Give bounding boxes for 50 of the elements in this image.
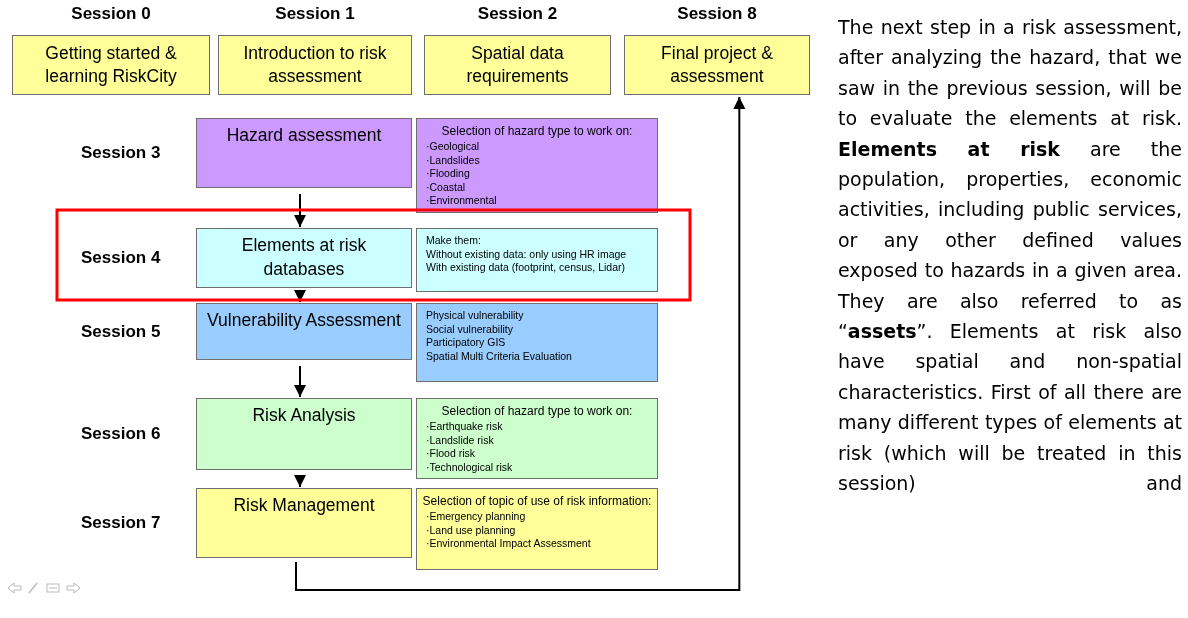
arrow	[294, 365, 306, 398]
detail-text: ·Earthquake risk	[425, 420, 504, 434]
detail-text: ·Flooding	[425, 167, 471, 181]
detail-box	[416, 118, 658, 213]
arrow	[294, 193, 306, 228]
detail-text: ·Flood risk	[425, 447, 476, 461]
detail-text: Physical vulnerability	[425, 309, 525, 323]
session-heading: Session 2	[476, 4, 559, 24]
detail-heading: Selection of hazard type to work on:	[440, 403, 634, 420]
arrow	[294, 475, 306, 488]
detail-text: Without existing data: only using HR image	[425, 247, 628, 262]
detail-text: ·Geological	[425, 140, 481, 154]
detail-text: ·Environmental Impact Assessment	[425, 537, 592, 551]
box-title: Hazard assessment	[225, 124, 383, 147]
detail-text: ·Landslides	[425, 153, 481, 168]
detail-heading: Selection of topic of use of risk information:	[421, 493, 653, 510]
body-paragraph: The next step in a risk assessment, after analyzing the hazard, that we saw in the previous session, will be to evaluate the elements at risk. Elements at risk are the population, properties, economic activities, including public services, or any other defined values exposed to hazards in a given area. They are also referred to as “assets”. Elements at risk also have spatial and non-spatial characteristics. First of all there are many different types of elements at risk (which will be treated in this session) and	[838, 15, 1182, 497]
detail-text: ·Technological risk	[425, 460, 514, 475]
detail-text: Social vulnerability	[425, 322, 514, 337]
session-heading: Session 0	[70, 4, 152, 24]
detail-box	[416, 228, 658, 292]
detail-text: ·Coastal	[425, 180, 467, 195]
detail-box	[416, 398, 658, 479]
session-heading: Session 8	[676, 4, 758, 24]
session-heading: Session 1	[274, 4, 356, 24]
box-title: Risk Management	[232, 494, 376, 517]
box-title: Risk Analysis	[251, 404, 357, 427]
session-label: Session 6	[81, 424, 161, 444]
detail-text: Make them:	[425, 234, 482, 248]
detail-box	[416, 488, 658, 570]
arrow	[295, 96, 746, 591]
session-label: Session 7	[81, 513, 161, 533]
detail-text: Spatial Multi Criteria Evaluation	[425, 349, 573, 364]
detail-text: ·Emergency planning	[425, 510, 527, 524]
box-title: Spatial data requirements	[465, 42, 570, 88]
detail-text: ·Land use planning	[425, 523, 517, 538]
detail-text: ·Environmental	[425, 194, 498, 208]
box-title: Introduction to risk assessment	[242, 42, 388, 88]
detail-text: With existing data (footprint, census, Lidar)	[425, 261, 626, 275]
box-title: Elements at risk databases	[240, 234, 368, 281]
box-title: Getting started & learning RiskCity	[44, 42, 178, 88]
detail-heading: Selection of hazard type to work on:	[440, 123, 634, 140]
box-title: Final project & assessment	[660, 42, 774, 88]
detail-text: Participatory GIS	[425, 336, 507, 350]
session-label: Session 5	[81, 321, 161, 342]
detail-box	[416, 303, 658, 382]
session-label: Session 3	[81, 143, 161, 163]
box-title: Vulnerability Assessment	[206, 309, 402, 332]
detail-text: ·Landslide risk	[425, 433, 495, 448]
session-label: Session 4	[81, 248, 161, 268]
